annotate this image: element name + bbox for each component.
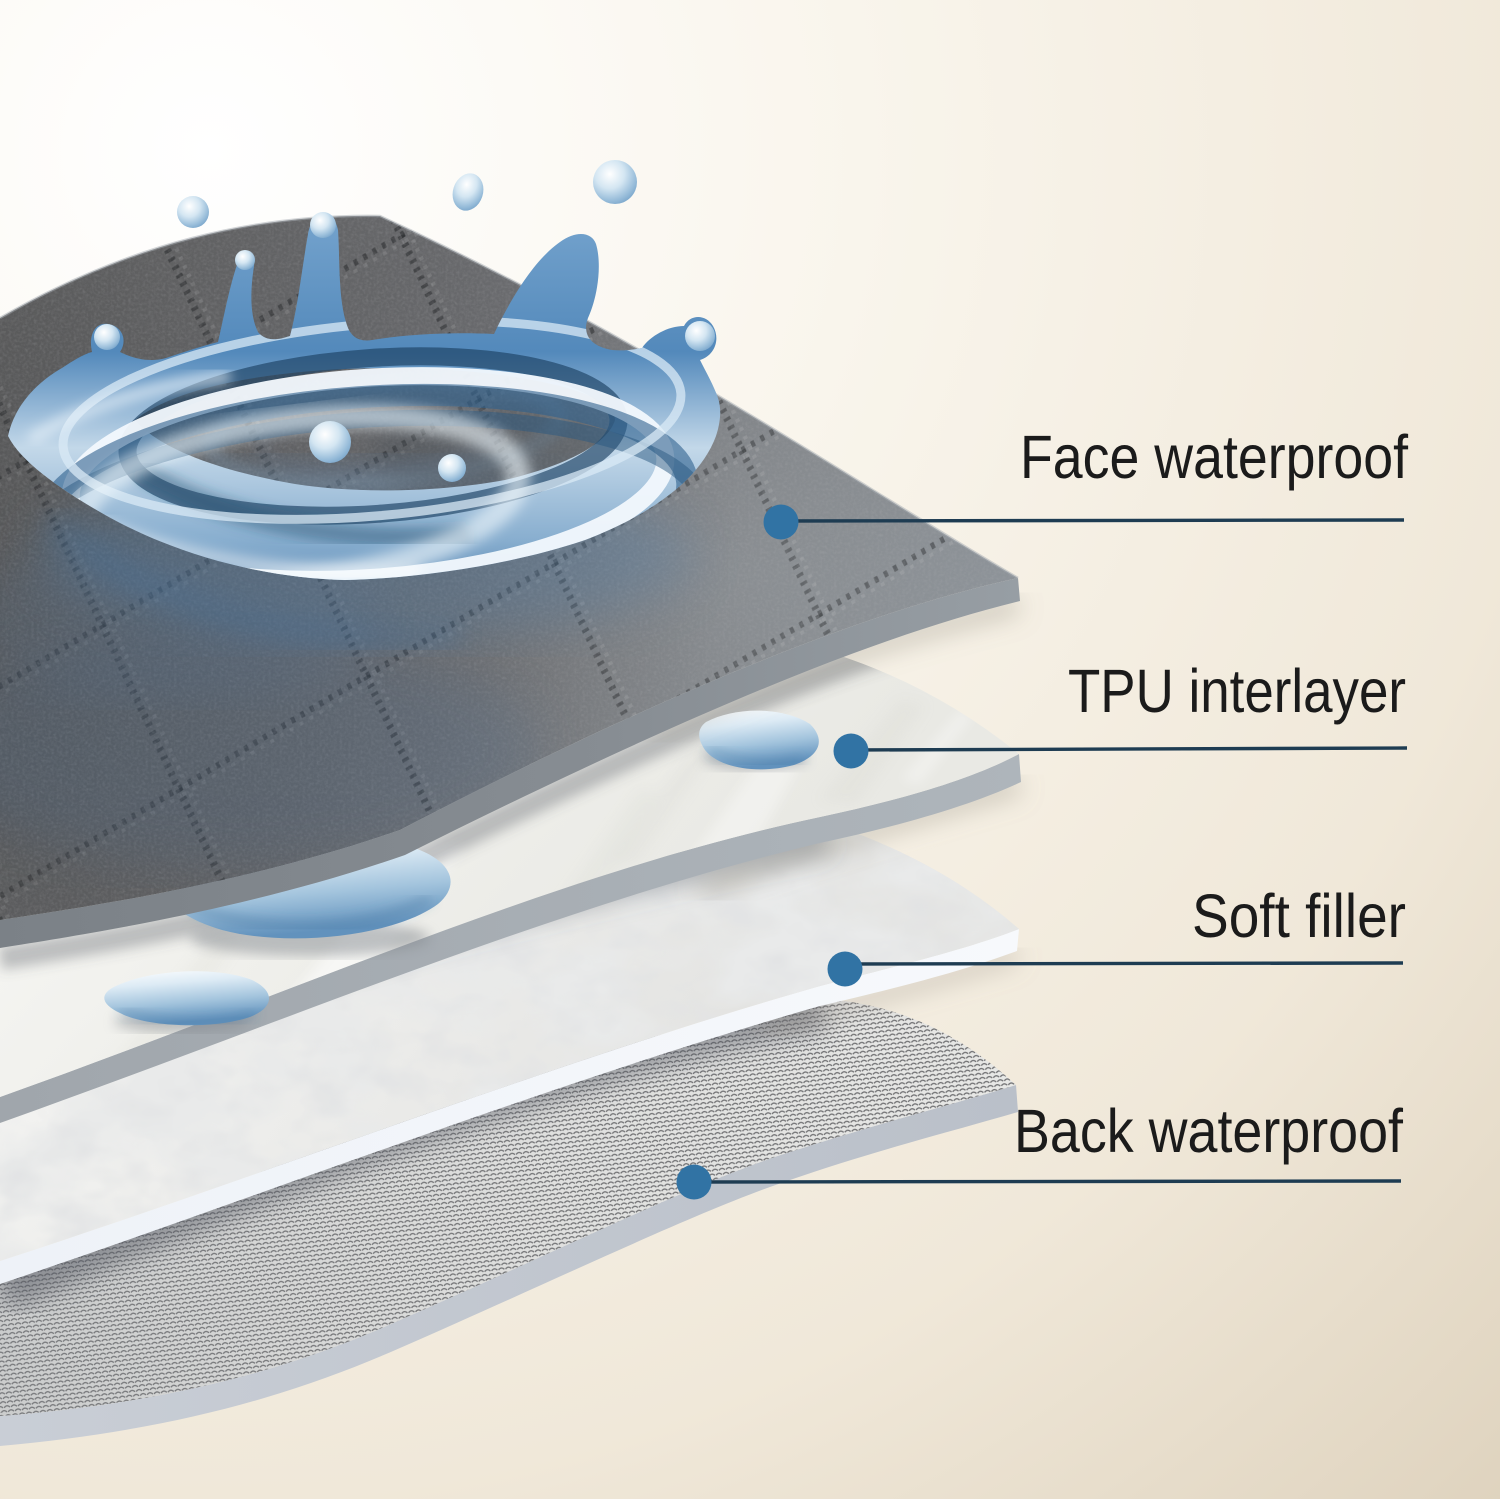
svg-text:Back waterproof: Back waterproof <box>1014 1097 1404 1165</box>
svg-text:Face waterproof: Face waterproof <box>1020 423 1409 491</box>
svg-text:TPU interlayer: TPU interlayer <box>1068 657 1406 725</box>
svg-text:Soft filler: Soft filler <box>1192 882 1406 950</box>
